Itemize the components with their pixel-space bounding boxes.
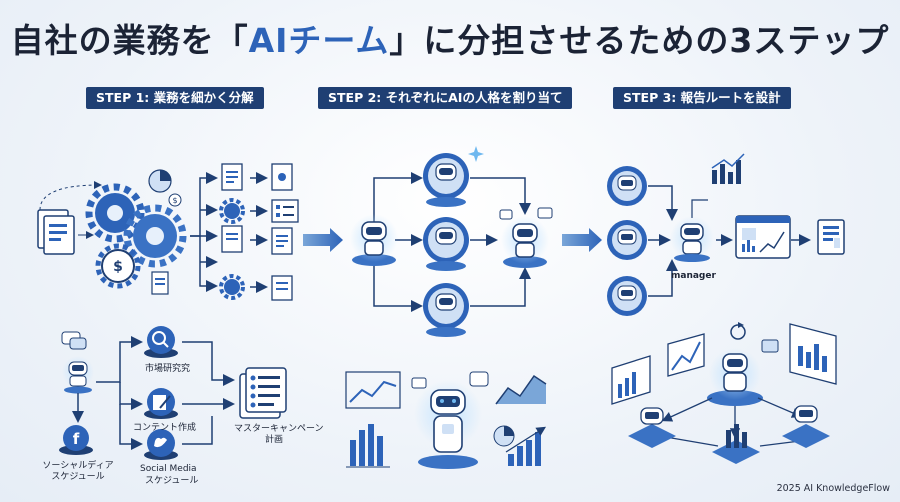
credit-text: 2025 AI KnowledgeFlow — [776, 483, 890, 494]
robot-icon — [423, 153, 469, 207]
coin-gear-icon: $ — [95, 243, 141, 289]
social-schedule-label: ソーシャルディアスケジュール — [42, 461, 114, 482]
gear-icon — [123, 204, 187, 268]
chart-panel-icon — [667, 333, 705, 377]
manager-robot-icon — [670, 216, 714, 262]
robot-icon — [607, 166, 647, 206]
master-plan-label: マスターキャンペーン計画 — [234, 424, 324, 445]
gear-icon — [219, 274, 245, 300]
step2-ai-assignment — [350, 146, 553, 337]
gear-icon — [85, 183, 145, 243]
step1-decomposition: $ $ — [37, 163, 299, 301]
checklist-icon — [271, 275, 293, 301]
robot-icon — [62, 356, 94, 394]
robot-icon — [607, 220, 647, 260]
document-icon — [151, 271, 169, 295]
search-icon — [144, 326, 178, 358]
step3-reporting — [607, 153, 845, 316]
robot-icon — [782, 405, 830, 448]
step-transition-arrow — [562, 228, 602, 252]
robot-icon — [423, 217, 469, 271]
document-stack-icon — [37, 209, 75, 255]
report-document-icon — [817, 219, 845, 255]
bar-chart-icon — [346, 424, 390, 468]
twitter-icon — [144, 429, 178, 460]
title-highlight: AIチーム — [248, 21, 390, 60]
step-3-banner: STEP 3: 報告ルートを設計 — [613, 87, 791, 109]
folder-icon — [761, 339, 779, 353]
bar-chart-icon — [711, 153, 745, 184]
svg-text:f: f — [73, 430, 80, 448]
svg-text:$: $ — [172, 196, 177, 205]
document-icon — [221, 225, 243, 253]
manager-label: manager — [671, 271, 716, 281]
chat-bubble-icon — [61, 331, 87, 350]
dashboard-icon — [735, 215, 791, 259]
coin-icon: $ — [168, 193, 182, 207]
refresh-icon — [730, 322, 746, 340]
flow-document-icon — [271, 163, 293, 191]
pie-chart-icon — [148, 169, 172, 193]
social-media-label: Social Media — [140, 464, 197, 474]
document-icon — [271, 227, 293, 255]
bar-chart-icon — [505, 426, 547, 466]
step-transition-arrow — [303, 228, 343, 252]
step-2-banner: STEP 2: それぞれにAIの人格を割り当て — [318, 87, 573, 109]
edit-icon — [144, 388, 178, 419]
robot-icon — [499, 207, 553, 268]
facebook-icon: f — [59, 425, 93, 455]
step1-detail-flow: f — [59, 326, 287, 460]
robot-icon — [350, 214, 398, 266]
market-research-label: 市場研究究 — [145, 364, 191, 374]
chat-bubble-icon — [469, 371, 489, 387]
svg-text:$: $ — [113, 259, 123, 275]
card-icon — [411, 377, 427, 389]
master-plan-document-icon — [239, 367, 287, 419]
bar-chart-icon — [712, 424, 760, 464]
step3-network-scene — [611, 322, 837, 464]
content-creation-label: コンテント作成 — [133, 423, 197, 433]
page-title: 自社の業務を「AIチーム」に分担させるための3ステップ — [10, 21, 890, 60]
document-icon — [221, 163, 243, 191]
line-chart-icon — [345, 371, 401, 409]
robot-icon — [607, 276, 647, 316]
sparkle-icon — [468, 146, 484, 162]
pie-chart-icon — [493, 425, 515, 447]
step2-analytics-scene — [345, 371, 547, 469]
robot-icon — [414, 380, 482, 469]
schedule-label: スケジュール — [145, 476, 199, 486]
chart-panel-icon — [611, 355, 651, 405]
robot-icon — [423, 283, 469, 337]
checklist-icon — [271, 199, 299, 223]
gear-icon — [219, 198, 245, 224]
area-chart-icon — [495, 374, 547, 405]
robot-icon — [707, 348, 763, 406]
chart-panel-icon — [789, 323, 837, 385]
step-1-banner: STEP 1: 業務を細かく分解 — [86, 87, 264, 109]
robot-icon — [628, 407, 676, 448]
